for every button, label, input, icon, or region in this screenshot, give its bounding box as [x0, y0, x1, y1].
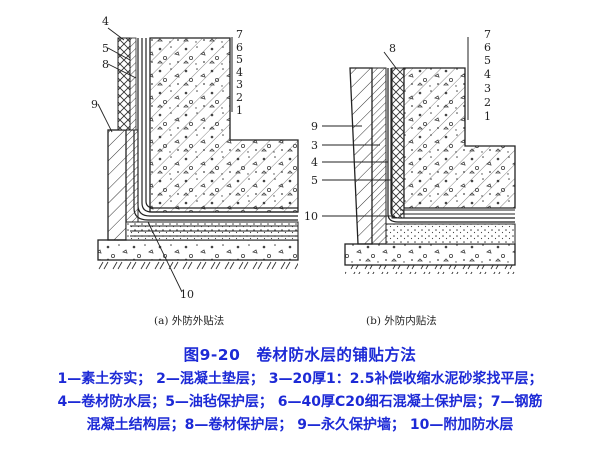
label-b-9: 9 — [311, 120, 318, 133]
leader-a-10 — [147, 221, 183, 293]
label-a-7: 7 — [236, 28, 243, 41]
label-a-2: 2 — [236, 91, 243, 104]
membrane-line-a3 — [145, 38, 298, 209]
subtitle-a: (a) 外防外贴法 — [154, 314, 224, 327]
label-a-4b: 4 — [102, 15, 109, 28]
label-a-5b: 5 — [102, 42, 109, 55]
label-b-2: 2 — [484, 96, 491, 109]
label-a-5: 5 — [236, 53, 243, 66]
leader-a-5 — [107, 47, 131, 61]
label-a-3: 3 — [236, 78, 243, 91]
brick-protection-b — [391, 67, 405, 219]
label-a-4: 4 — [236, 66, 243, 79]
legend-line-2: 4—卷材防水层；5—油毡保护层； 6—40厚C20细石混凝土保护层；7—钢筋 — [57, 394, 543, 410]
label-a-8: 8 — [102, 58, 109, 71]
protect-slab-b — [385, 223, 516, 245]
diagram-b: 7 6 5 4 3 2 1 8 9 3 4 5 10 (b) 外防内贴法 — [304, 28, 516, 327]
label-b-3b: 3 — [311, 139, 318, 152]
figure-title: 图9-20 卷材防水层的铺贴方法 — [183, 346, 417, 364]
legend-line-3: 混凝土结构层；8—卷材保护层； 9—永久保护墙； 10—附加防水层 — [86, 417, 514, 433]
label-b-1: 1 — [484, 110, 491, 123]
leader-a-4 — [107, 27, 125, 41]
label-b-6: 6 — [484, 41, 491, 54]
membrane-line-a4 — [133, 130, 298, 221]
brick-protection-a — [117, 37, 131, 131]
diagram-a: 7 6 5 4 3 2 1 4 5 8 9 10 (a) 外防外贴法 — [91, 15, 299, 327]
label-a-6: 6 — [236, 41, 243, 54]
label-b-4: 4 — [484, 68, 491, 81]
structure-hatch-b — [404, 68, 515, 208]
leader-a-8 — [107, 63, 137, 79]
subtitle-b: (b) 外防内贴法 — [366, 314, 437, 327]
soil-a — [98, 260, 298, 270]
protective-wall-a — [107, 129, 127, 241]
label-a-10: 10 — [180, 288, 194, 301]
label-b-4b: 4 — [311, 156, 318, 169]
legend-line-1: 1—素土夯实； 2—混凝土垫层； 3—20厚1：2.5补偿收缩水泥砂浆找平层； — [57, 371, 543, 387]
membrane-up-a — [129, 37, 137, 131]
label-a-9: 9 — [91, 98, 98, 111]
label-a-1: 1 — [236, 104, 243, 117]
label-b-5: 5 — [484, 54, 491, 67]
membrane-line-a2 — [141, 38, 298, 213]
bedding-concrete-b — [344, 243, 516, 266]
leader-b-8 — [383, 51, 397, 69]
structure-hatch-a — [150, 38, 298, 212]
label-b-10: 10 — [304, 210, 318, 223]
label-b-3: 3 — [484, 82, 491, 95]
layer-wall-b — [371, 67, 387, 245]
protective-wall-b — [349, 67, 373, 245]
membrane-line-b3 — [400, 209, 515, 215]
membrane-line-b2 — [390, 68, 515, 219]
membrane-line-b1 — [387, 68, 515, 223]
label-b-8: 8 — [389, 42, 396, 55]
soil-b — [345, 265, 515, 274]
bedding-concrete-a — [97, 239, 299, 261]
leader-a-9 — [97, 103, 113, 133]
label-b-5b: 5 — [311, 174, 318, 187]
slab-lines-a — [130, 225, 298, 237]
label-b-7: 7 — [484, 28, 491, 41]
membrane-line-a1 — [137, 38, 298, 217]
